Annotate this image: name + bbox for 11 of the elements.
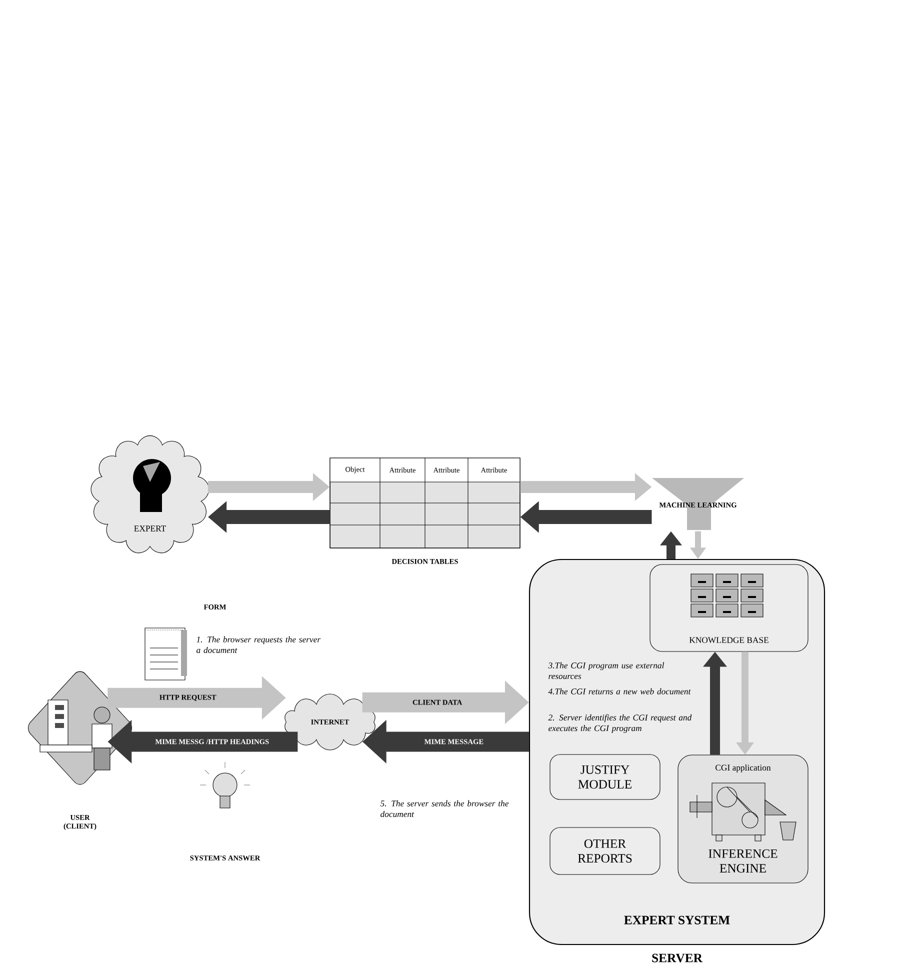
knowledge-base-box: KNOWLEDGE BASE — [650, 564, 808, 652]
step-note: 2. Server identifies the CGI request and executes the CGI program — [548, 714, 692, 733]
step-note: 3.The CGI program use external resources — [548, 662, 664, 680]
module-box: JUSTIFY MODULE — [550, 754, 660, 800]
expert-blob: EXPERT — [90, 435, 210, 554]
step-note: 4.The CGI returns a new web document — [548, 688, 691, 694]
node-label: SERVER — [652, 954, 703, 962]
step-note: 1. The browser requests the server a document — [196, 636, 321, 654]
application-box: CGI application INFERENCE ENGINE — [678, 754, 808, 884]
step-note: 5. The server sends the browser the document — [380, 800, 509, 818]
module-box: OTHER REPORTS — [550, 827, 660, 875]
